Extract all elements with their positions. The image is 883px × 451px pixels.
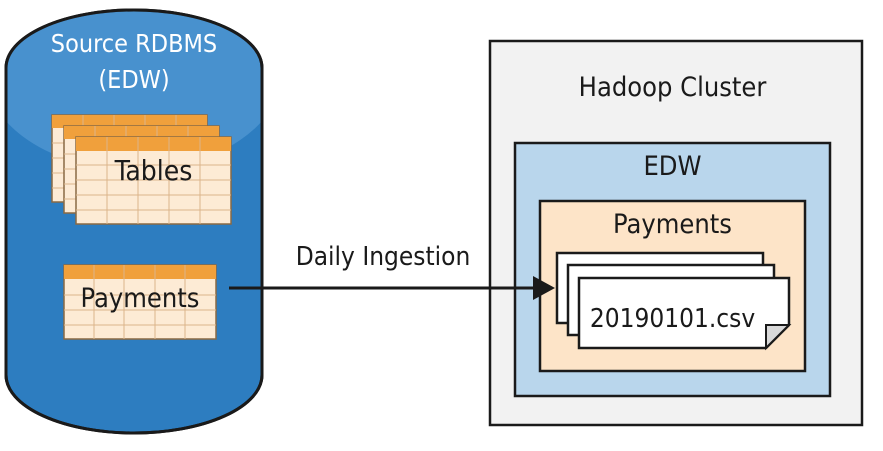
file-name-label: 20190101.csv [589, 304, 756, 334]
daily-ingestion-label: Daily Ingestion [295, 242, 471, 272]
table-layer-front [75, 136, 232, 225]
payments-source-label: Payments [80, 283, 200, 314]
edw-label: EDW [643, 151, 702, 182]
tables-label: Tables [114, 154, 193, 187]
tables-stack [51, 114, 232, 225]
file-fold-corner [765, 324, 792, 351]
file-stack [555, 251, 792, 351]
payments-target-label: Payments [613, 209, 732, 240]
hadoop-cluster-label: Hadoop Cluster [578, 72, 767, 103]
source-db-title-line1: Source RDBMS [50, 29, 218, 58]
payments-source-table [63, 264, 217, 340]
source-db-title-line2: (EDW) [98, 65, 170, 94]
daily-ingestion-arrow [229, 276, 555, 300]
